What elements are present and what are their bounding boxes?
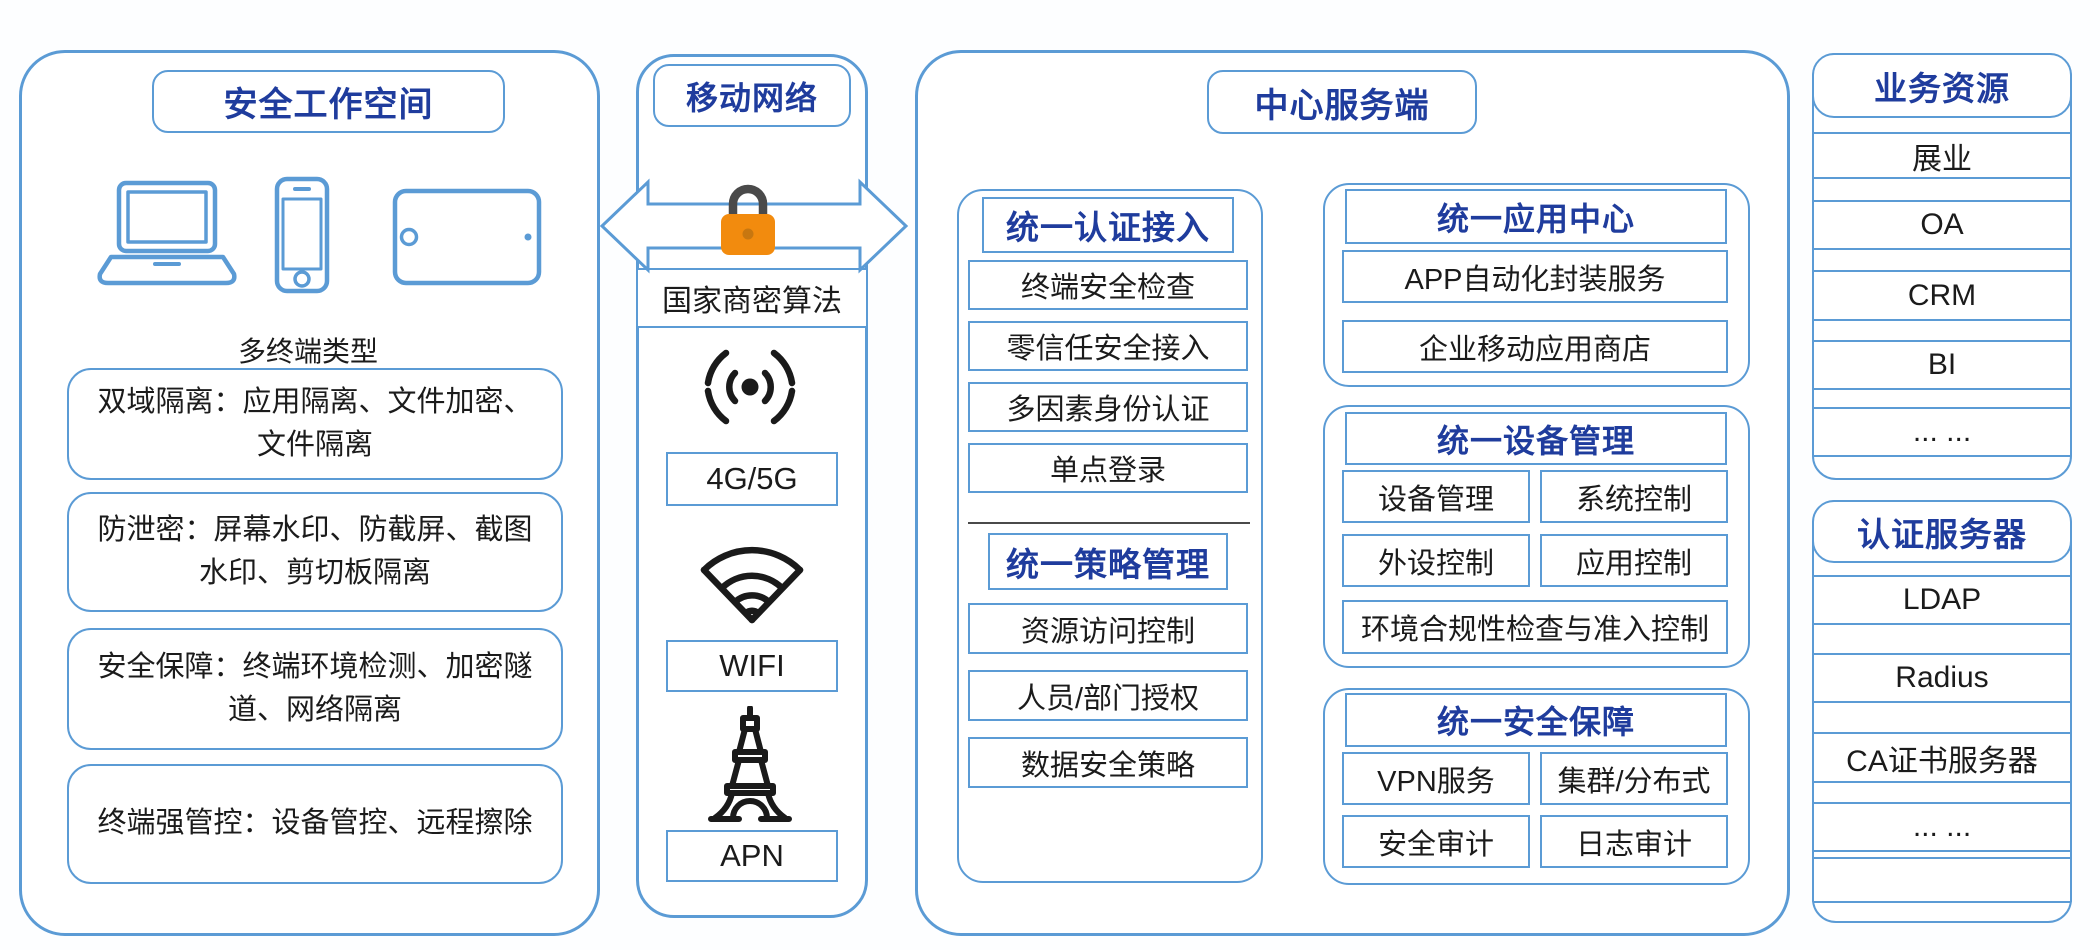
feature-dual-domain-isolation: 双域隔离：应用隔离、文件加密、文件隔离 <box>67 368 563 480</box>
wifi-box: WIFI <box>666 640 838 692</box>
device-mgmt-item: 外设控制 <box>1342 534 1530 587</box>
security-title: 统一安全保障 <box>1345 693 1727 747</box>
auth-access-item: 单点登录 <box>968 443 1248 493</box>
auth-access-title: 统一认证接入 <box>982 197 1234 253</box>
workspace-title: 安全工作空间 <box>152 70 505 133</box>
business-resources-title: 业务资源 <box>1812 53 2072 118</box>
apn-box: APN <box>666 830 838 882</box>
app-center-item: APP自动化封装服务 <box>1342 250 1728 303</box>
4g5g-box: 4G/5G <box>666 452 838 506</box>
auth-access-item: 零信任安全接入 <box>968 321 1248 371</box>
business-resource-row: CRM <box>1812 270 2072 321</box>
feature-terminal-control: 终端强管控：设备管控、远程擦除 <box>67 764 563 884</box>
device-mgmt-item-full: 环境合规性检查与准入控制 <box>1342 600 1728 654</box>
policy-title: 统一策略管理 <box>988 533 1228 590</box>
smartphone-icon <box>274 176 330 294</box>
laptop-icon <box>97 180 237 286</box>
app-center-item: 企业移动应用商店 <box>1342 320 1728 373</box>
device-mgmt-item: 设备管理 <box>1342 470 1530 523</box>
lock-icon <box>721 184 775 255</box>
policy-item: 人员/部门授权 <box>968 670 1248 721</box>
policy-item: 资源访问控制 <box>968 603 1248 654</box>
auth-server-row: LDAP <box>1812 575 2072 625</box>
feature-leak-prevention: 防泄密：屏幕水印、防截屏、截图水印、剪切板隔离 <box>67 492 563 612</box>
business-resource-row: BI <box>1812 340 2072 390</box>
business-resource-row: ... ... <box>1812 407 2072 457</box>
mobile-network-title: 移动网络 <box>653 64 851 127</box>
auth-access-item: 终端安全检查 <box>968 260 1248 310</box>
security-item: 安全审计 <box>1342 815 1530 868</box>
cellular-signal-icon <box>704 349 796 425</box>
feature-security-assurance: 安全保障：终端环境检测、加密隧道、网络隔离 <box>67 628 563 750</box>
business-resource-row: 展业 <box>1812 132 2072 179</box>
security-item: VPN服务 <box>1342 752 1530 805</box>
policy-item: 数据安全策略 <box>968 737 1248 788</box>
devices-label: 多终端类型 <box>237 336 378 367</box>
auth-servers-panel <box>1812 500 2072 923</box>
auth-server-row: Radius <box>1812 653 2072 703</box>
signal-tower-icon <box>708 706 792 822</box>
app-center-title: 统一应用中心 <box>1345 189 1727 244</box>
device-mgmt-title: 统一设备管理 <box>1345 412 1727 465</box>
auth-server-row: ... ... <box>1812 802 2072 852</box>
central-server-title: 中心服务端 <box>1207 70 1477 134</box>
auth-servers-title: 认证服务器 <box>1812 500 2072 563</box>
tablet-icon <box>392 188 542 286</box>
section-divider <box>968 522 1250 524</box>
auth-server-row-empty <box>1812 857 2072 903</box>
security-item: 日志审计 <box>1540 815 1728 868</box>
business-resource-row: OA <box>1812 200 2072 250</box>
auth-access-item: 多因素身份认证 <box>968 382 1248 432</box>
security-item: 集群/分布式 <box>1540 752 1728 805</box>
wifi-icon <box>700 546 804 624</box>
device-mgmt-item: 应用控制 <box>1540 534 1728 587</box>
auth-server-row: CA证书服务器 <box>1812 732 2072 783</box>
device-mgmt-item: 系统控制 <box>1540 470 1728 523</box>
encryption-algorithm-box: 国家商密算法 <box>636 268 868 328</box>
